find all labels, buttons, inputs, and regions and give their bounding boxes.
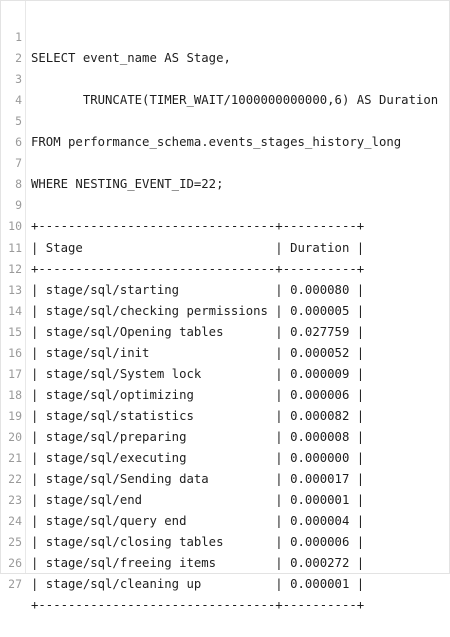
line-number: 8	[15, 177, 22, 192]
code-editor[interactable]: 1 SELECT event_name AS Stage, 2 3 TRUNCA…	[0, 0, 450, 612]
line-text: | stage/sql/checking permissions | 0.000…	[31, 303, 365, 318]
line-number: 14	[8, 303, 22, 318]
code-line: 12 | stage/sql/starting | 0.000080 |	[1, 238, 449, 297]
line-text: | stage/sql/starting | 0.000080 |	[31, 282, 365, 297]
code-line: 5 FROM performance_schema.events_stages_…	[1, 90, 449, 149]
line-number: 20	[8, 429, 22, 444]
code-line: 2	[1, 27, 449, 65]
code-lines: 1 SELECT event_name AS Stage, 2 3 TRUNCA…	[1, 6, 449, 612]
code-line: 18 | stage/sql/statistics | 0.000082 |	[1, 364, 449, 423]
line-number: 9	[15, 198, 22, 213]
line-text: +--------------------------------+------…	[31, 219, 365, 234]
code-line: 10 | Stage | Duration |	[1, 195, 449, 254]
code-line: 20 | stage/sql/executing | 0.000000 |	[1, 406, 449, 465]
code-line: 23 | stage/sql/query end | 0.000004 |	[1, 469, 449, 528]
line-text: SELECT event_name AS Stage,	[31, 51, 231, 66]
line-text: | stage/sql/optimizing | 0.000006 |	[31, 387, 365, 402]
line-number: 7	[15, 156, 22, 171]
line-text: | stage/sql/executing | 0.000000 |	[31, 450, 365, 465]
line-number: 12	[8, 261, 22, 276]
line-text: | stage/sql/statistics | 0.000082 |	[31, 408, 365, 423]
line-number: 4	[15, 93, 22, 108]
line-number: 3	[15, 72, 22, 87]
line-number: 21	[8, 450, 22, 465]
line-number: 10	[8, 219, 22, 234]
code-line: 8	[1, 153, 449, 191]
line-number-gutter	[1, 1, 26, 573]
code-line: 3 TRUNCATE(TIMER_WAIT/1000000000000,6) A…	[1, 48, 449, 107]
line-number: 24	[8, 514, 22, 529]
code-line: 1 SELECT event_name AS Stage,	[1, 6, 449, 65]
line-number: 16	[8, 345, 22, 360]
code-line: 26 | stage/sql/cleaning up | 0.000001 |	[1, 532, 449, 591]
code-line: 14 | stage/sql/Opening tables | 0.027759…	[1, 280, 449, 339]
line-number: 11	[8, 240, 22, 255]
line-text: WHERE NESTING_EVENT_ID=22;	[31, 177, 224, 192]
line-number: 1	[15, 30, 22, 45]
line-text: +--------------------------------+------…	[31, 598, 365, 613]
line-number: 22	[8, 472, 22, 487]
line-text: | stage/sql/preparing | 0.000008 |	[31, 429, 365, 444]
code-line: 15 | stage/sql/init | 0.000052 |	[1, 301, 449, 360]
line-text: FROM performance_schema.events_stages_hi…	[31, 135, 402, 150]
code-line: 22 | stage/sql/end | 0.000001 |	[1, 448, 449, 507]
line-text: | stage/sql/Opening tables | 0.027759 |	[31, 324, 365, 339]
line-number: 15	[8, 324, 22, 339]
line-number: 19	[8, 408, 22, 423]
line-text: | stage/sql/query end | 0.000004 |	[31, 514, 365, 529]
code-line: 25 | stage/sql/freeing items | 0.000272 …	[1, 511, 449, 570]
line-number: 2	[15, 51, 22, 66]
line-number: 5	[15, 114, 22, 129]
code-line: 7 WHERE NESTING_EVENT_ID=22;	[1, 132, 449, 191]
line-text: | stage/sql/end | 0.000001 |	[31, 493, 365, 508]
code-line: 16 | stage/sql/System lock | 0.000009 |	[1, 322, 449, 381]
line-text: | stage/sql/freeing items | 0.000272 |	[31, 556, 365, 571]
line-text: | stage/sql/System lock | 0.000009 |	[31, 366, 365, 381]
line-number: 17	[8, 366, 22, 381]
line-text: | stage/sql/closing tables | 0.000006 |	[31, 535, 365, 550]
line-number: 6	[15, 135, 22, 150]
line-number: 23	[8, 493, 22, 508]
code-line: 11 +--------------------------------+---…	[1, 216, 449, 276]
code-line: 9 +--------------------------------+----…	[1, 174, 449, 233]
line-number: 18	[8, 387, 22, 402]
code-line: 17 | stage/sql/optimizing | 0.000006 |	[1, 343, 449, 402]
line-text: +--------------------------------+------…	[31, 261, 365, 276]
code-line: 6	[1, 111, 449, 149]
line-number: 25	[8, 535, 22, 550]
code-line: 4	[1, 69, 449, 107]
code-line: 19 | stage/sql/preparing | 0.000008 |	[1, 385, 449, 444]
line-text: | stage/sql/init | 0.000052 |	[31, 345, 365, 360]
line-text: TRUNCATE(TIMER_WAIT/1000000000000,6) AS …	[31, 93, 439, 108]
code-line: 24 | stage/sql/closing tables | 0.000006…	[1, 490, 449, 549]
code-line: 27 +--------------------------------+---…	[1, 553, 449, 612]
line-text: | stage/sql/cleaning up | 0.000001 |	[31, 577, 365, 592]
line-text: | Stage | Duration |	[31, 240, 365, 255]
line-number: 27	[8, 577, 22, 592]
line-number: 26	[8, 556, 22, 571]
line-number: 13	[8, 282, 22, 297]
line-text: | stage/sql/Sending data | 0.000017 |	[31, 472, 365, 487]
code-line: 13 | stage/sql/checking permissions | 0.…	[1, 259, 449, 318]
code-line: 21 | stage/sql/Sending data | 0.000017 |	[1, 427, 449, 486]
